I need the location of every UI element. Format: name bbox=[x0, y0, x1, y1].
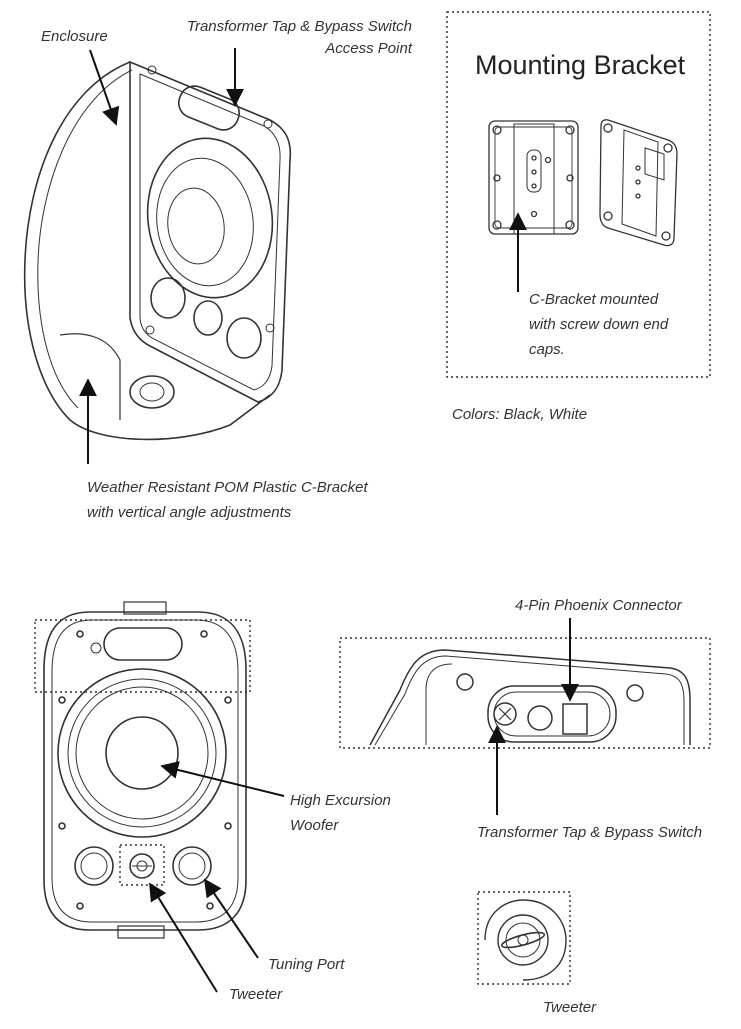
cbracket-line2: with screw down end bbox=[529, 316, 669, 333]
enclosure-label: Enclosure bbox=[41, 28, 108, 45]
woofer-label: High Excursion Woofer bbox=[290, 788, 391, 838]
mounting-bracket-box bbox=[446, 11, 711, 378]
cbracket-label: C-Bracket mounted with screw down end ca… bbox=[529, 287, 668, 362]
arrow-tweeter bbox=[149, 882, 218, 993]
bracket-angled-drawing bbox=[599, 119, 678, 247]
arrow-tuning-port bbox=[203, 878, 259, 959]
woofer-line1: High Excursion bbox=[290, 792, 391, 809]
transformer-switch-label: Transformer Tap & Bypass Switch bbox=[477, 824, 703, 841]
pom-line2: with vertical angle adjustments bbox=[87, 504, 292, 521]
connector-detail-view bbox=[339, 637, 711, 749]
cbracket-line1: C-Bracket mounted bbox=[529, 291, 659, 308]
pom-line1: Weather Resistant POM Plastic C-Bracket bbox=[87, 479, 368, 496]
colors-label: Colors: Black, White bbox=[452, 406, 588, 423]
tweeter-detail-label: Tweeter bbox=[543, 999, 597, 1016]
bracket-front-drawing bbox=[488, 120, 579, 235]
cbracket-line3: caps. bbox=[529, 341, 565, 358]
arrow-enclosure bbox=[89, 49, 120, 126]
transformer-access-line1: Transformer Tap & Bypass Switch bbox=[186, 18, 412, 35]
pom-bracket-label: Weather Resistant POM Plastic C-Bracket … bbox=[87, 475, 368, 525]
transformer-access-label: Transformer Tap & Bypass Switch Access P… bbox=[170, 16, 412, 60]
arrow-woofer bbox=[160, 761, 285, 797]
callout-arrows bbox=[79, 48, 579, 993]
speaker-front-view bbox=[43, 601, 247, 939]
tuning-port-label: Tuning Port bbox=[268, 956, 345, 973]
tweeter-front-label: Tweeter bbox=[229, 986, 283, 1003]
top-callout-box bbox=[34, 619, 251, 693]
tweeter-callout-box bbox=[119, 844, 165, 886]
woofer-line2: Woofer bbox=[290, 817, 339, 834]
transformer-access-line2: Access Point bbox=[325, 40, 412, 57]
bracket-title: Mounting Bracket bbox=[475, 50, 686, 80]
tweeter-detail-view bbox=[477, 891, 571, 985]
speaker-isometric-view bbox=[23, 60, 292, 441]
phoenix-label: 4-Pin Phoenix Connector bbox=[515, 597, 682, 614]
